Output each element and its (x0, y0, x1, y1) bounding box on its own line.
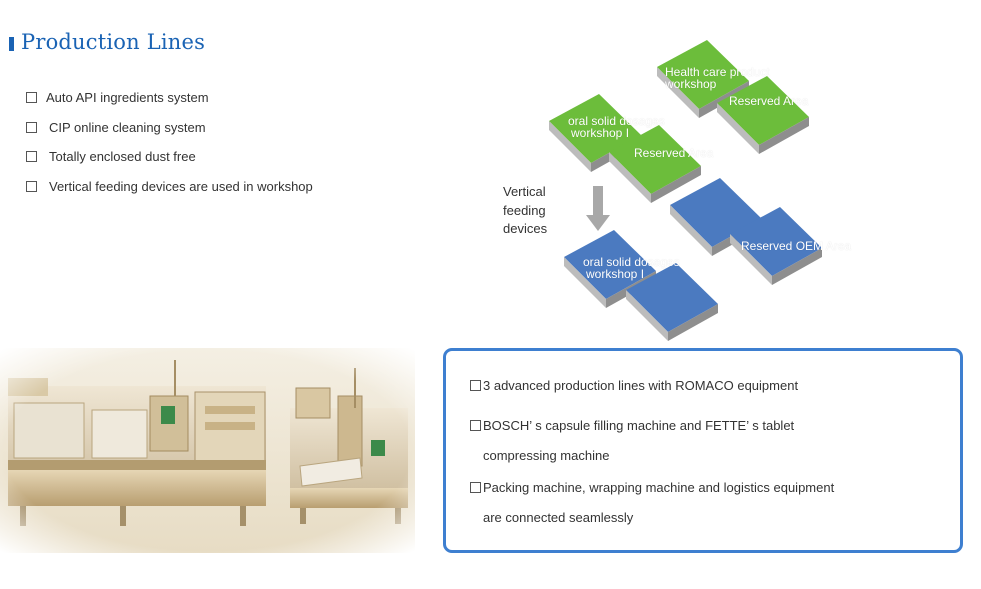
tile-label-osd-green: oral solid dosages workshop I (568, 114, 665, 140)
feature-text: CIP online cleaning system (49, 119, 206, 135)
info-item-continuation: compressing machine (483, 448, 610, 463)
info-item-continuation: are connected seamlessly (483, 510, 634, 525)
title-marker (9, 37, 14, 51)
feature-item: Totally enclosed dust free (26, 142, 313, 172)
feature-item: Auto API ingredients system (26, 83, 313, 113)
production-line-photo (0, 348, 415, 553)
tile-label-reserved-bottom: Reserved Area (634, 146, 714, 160)
feature-text: Auto API ingredients system (46, 90, 209, 106)
workshop-diagram: Health care product workshop Reserved Ar… (490, 30, 870, 350)
checkbox-icon (26, 180, 37, 192)
info-item: BOSCH’ s capsule filling machine and FET… (470, 418, 794, 433)
checkbox-icon (26, 92, 37, 104)
down-arrow-icon (586, 186, 610, 231)
checkbox-icon (470, 420, 481, 431)
diagram-graphic (549, 40, 822, 341)
tile-label-reserved-top: Reserved Area (729, 94, 809, 108)
page-title: Production Lines (21, 30, 206, 54)
feeding-label: Vertical feeding devices (503, 184, 548, 236)
tile-label-health-care: Health care product workshop (665, 65, 770, 91)
feature-item: CIP online cleaning system (26, 113, 313, 143)
feature-text: Totally enclosed dust free (49, 149, 196, 165)
checkbox-icon (26, 121, 37, 133)
checkbox-icon (26, 151, 37, 163)
feature-item: Vertical feeding devices are used in wor… (26, 172, 313, 202)
tile-label-osd-blue: oral solid dosages workshop I (583, 255, 680, 281)
feature-text: Vertical feeding devices are used in wor… (49, 178, 313, 194)
info-item: Packing machine, wrapping machine and lo… (470, 480, 834, 495)
feature-list: Auto API ingredients system CIP online c… (26, 83, 313, 201)
checkbox-icon (470, 482, 481, 493)
info-box: 3 advanced production lines with ROMACO … (443, 348, 963, 553)
tile-label-reserved-oem: Reserved OEM Area (741, 239, 852, 253)
checkbox-icon (470, 380, 481, 391)
info-item: 3 advanced production lines with ROMACO … (470, 378, 798, 393)
